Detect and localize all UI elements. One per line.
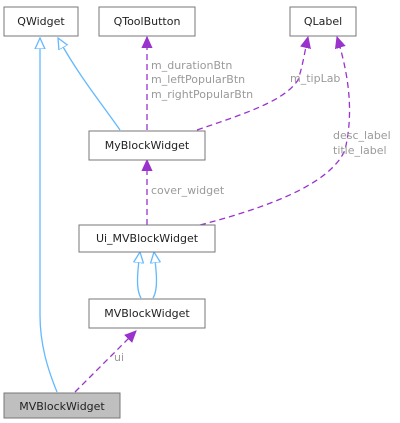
node-mvblockwidget-highlighted[interactable]: MVBlockWidget	[3, 392, 121, 419]
node-qlabel-label: QLabel	[304, 15, 342, 28]
node-myblockwidget-label: MyBlockWidget	[105, 139, 190, 152]
node-mvblockwidget-label: MVBlockWidget	[104, 307, 190, 320]
label-ui: ui	[114, 351, 124, 364]
edge-labels: m_durationBtn m_leftPopularBtn m_rightPo…	[114, 59, 391, 364]
node-qtoolbutton[interactable]: QToolButton	[98, 6, 196, 37]
label-right-popular-btn: m_rightPopularBtn	[151, 88, 253, 101]
usage-edges	[74, 37, 351, 393]
label-cover-widget: cover_widget	[151, 184, 225, 197]
label-left-popular-btn: m_leftPopularBtn	[151, 73, 245, 86]
label-title-label: title_label	[333, 144, 387, 157]
edge-mvblockwidget-to-ui-left	[138, 252, 142, 299]
node-myblockwidget[interactable]: MyBlockWidget	[88, 130, 206, 161]
label-duration-btn: m_durationBtn	[151, 59, 232, 72]
node-ui-mvblockwidget[interactable]: Ui_MVBlockWidget	[78, 224, 216, 253]
node-qwidget-label: QWidget	[17, 15, 65, 28]
label-tip-lab: m_tipLab	[290, 72, 340, 85]
label-desc-label: desc_label	[333, 129, 391, 142]
edge-ui-to-qlabel	[199, 37, 351, 226]
edge-mvblockwidget-to-ui-right	[153, 252, 157, 299]
node-qtoolbutton-label: QToolButton	[114, 15, 181, 28]
inheritance-edges	[40, 38, 157, 393]
node-ui-mvblockwidget-label: Ui_MVBlockWidget	[96, 232, 199, 245]
node-qlabel[interactable]: QLabel	[289, 6, 357, 37]
edge-mvblockwidget-main-to-ui	[74, 331, 136, 393]
node-mvblockwidget-highlighted-label: MVBlockWidget	[19, 400, 105, 413]
edge-mvblockwidget-to-qwidget	[40, 38, 58, 393]
edge-myblockwidget-to-qwidget	[58, 38, 121, 131]
node-qwidget[interactable]: QWidget	[3, 6, 79, 37]
edge-myblockwidget-to-qlabel	[196, 37, 308, 131]
node-mvblockwidget[interactable]: MVBlockWidget	[88, 298, 206, 329]
